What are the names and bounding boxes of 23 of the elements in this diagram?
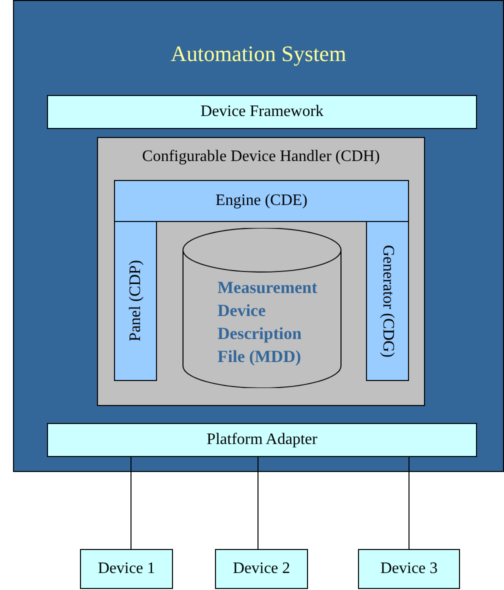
connector-line xyxy=(408,456,410,550)
connector-line xyxy=(130,456,132,550)
node-label: Panel (CDP) xyxy=(126,260,144,342)
node-label: Engine (CDE) xyxy=(216,192,308,210)
node-label: Measurement Device Description File (MDD) xyxy=(218,277,318,368)
node-label: Device 2 xyxy=(232,560,290,578)
node-label: Device 1 xyxy=(98,560,156,578)
handler-panel xyxy=(97,137,425,406)
system-panel xyxy=(13,0,504,472)
title-text: Automation System xyxy=(170,41,346,67)
node-label: Device 3 xyxy=(380,560,438,578)
device-box xyxy=(80,549,173,589)
layer-bar xyxy=(47,423,477,457)
node-label: Device Framework xyxy=(200,103,324,121)
device-box xyxy=(358,549,460,589)
layer-bar xyxy=(47,95,477,129)
node-label: Generator (CDG) xyxy=(378,244,396,358)
panel-bar xyxy=(114,221,157,381)
generator-bar xyxy=(366,221,409,381)
node-label: Configurable Device Handler (CDH) xyxy=(142,148,380,166)
engine-bar xyxy=(114,180,409,222)
device-box xyxy=(215,549,308,589)
node-label: Platform Adapter xyxy=(206,431,318,449)
